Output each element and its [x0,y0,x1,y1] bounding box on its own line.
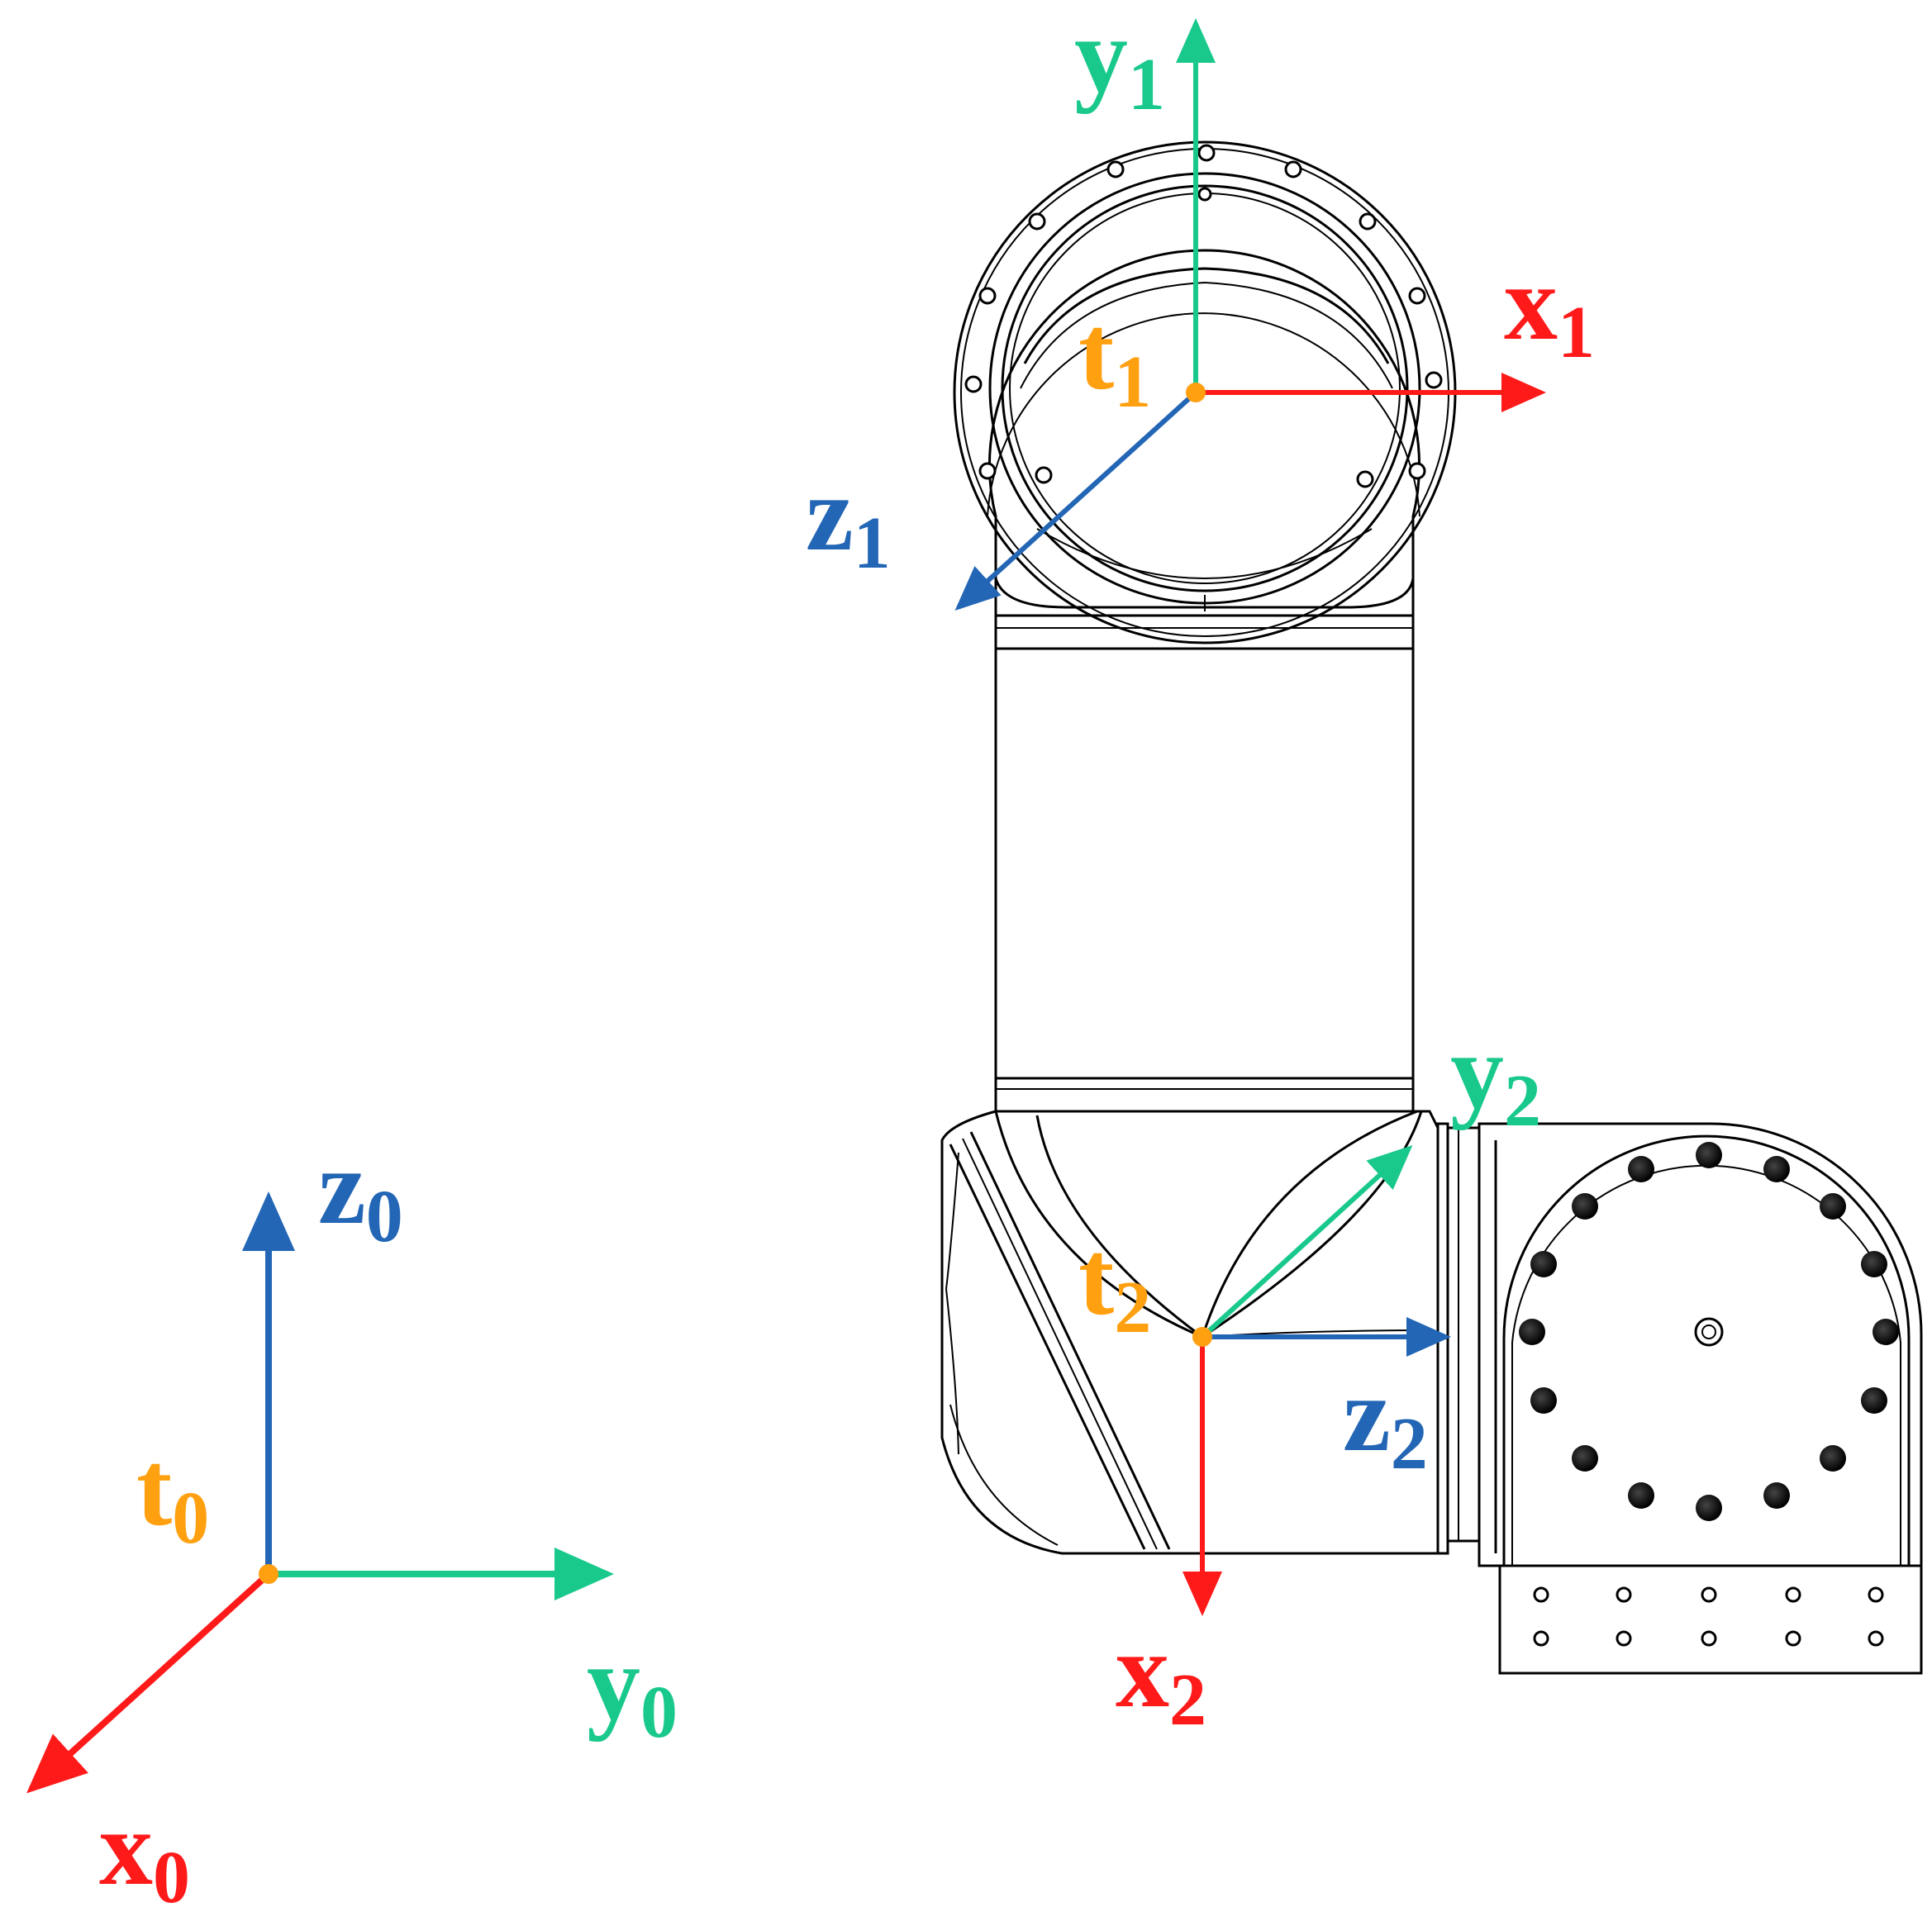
link-tube [994,647,1415,1080]
t2-origin-dot [1192,1327,1212,1347]
z1-label: z1 [806,454,891,584]
lower-collar [994,1077,1415,1113]
upper-joint-housing [953,140,1457,644]
upper-flange-bolts [964,144,1443,488]
x1-label: x1 [1504,244,1595,373]
y0-label: y0 [587,1624,678,1753]
t0-origin-dot [259,1564,278,1584]
t1-label: t1 [1078,293,1151,423]
t0-label: t0 [136,1429,209,1559]
frame-2: y2 t2 z2 x2 [1078,1012,1541,1741]
frame-1: y1 x1 t1 z1 [806,0,1595,611]
lower-joint-body [940,1110,1449,1555]
z2-label: z2 [1343,1355,1428,1485]
robot-arm-drawing [940,140,1923,1675]
y2-label: y2 [1450,1012,1541,1142]
t1-origin-dot [1186,383,1206,402]
right-flange-bolts [1519,1142,1899,1521]
y1-label: y1 [1074,0,1165,126]
t2-label: t2 [1078,1219,1151,1348]
x0-axis [26,1572,271,1794]
side-connector [1446,1126,1481,1543]
right-joint-housing [1478,1122,1923,1675]
frame-0: z0 t0 y0 x0 [26,1128,678,1919]
y2-axis [1200,1144,1413,1339]
x2-label: x2 [1116,1611,1206,1741]
x0-label: x0 [99,1789,190,1919]
base-plate-holes [1533,1586,1884,1647]
z1-axis [954,390,1198,611]
z0-label: z0 [318,1128,403,1258]
